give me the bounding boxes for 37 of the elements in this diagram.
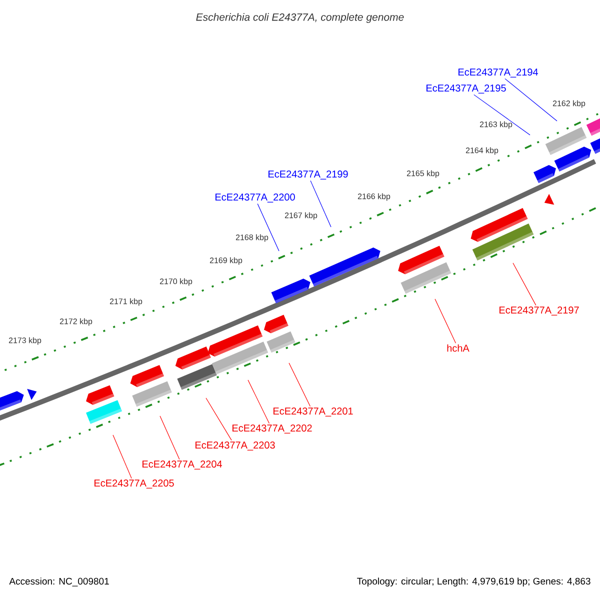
gene-label: EcE24377A_2199 (268, 170, 348, 180)
leader-line (288, 362, 311, 407)
tick-label: 2167 kbp (284, 212, 318, 220)
gene-label: EcE24377A_2200 (216, 194, 295, 202)
title: Escherichia coli E24377A, complete genome (196, 13, 404, 23)
leader-line (434, 298, 456, 344)
tick-label: 2171 kbp (110, 298, 142, 306)
tick-label: 2165 kbp (406, 170, 440, 178)
leader-line (248, 380, 270, 424)
gene-label: hchA (447, 344, 470, 352)
leader-line (310, 180, 332, 228)
tick-label: 2173 kbp (8, 337, 42, 345)
gene-label: EcE24377A_2205 (94, 480, 174, 488)
gene-label: EcE24377A_2197 (500, 306, 579, 316)
footer-text: Accession: NC_009801 (9, 578, 109, 586)
tick-label: 2166 kbp (358, 193, 390, 201)
leader-line (206, 398, 232, 441)
tick-label: 2172 kbp (60, 318, 92, 326)
tick-label: 2164 kbp (466, 147, 498, 155)
leader-line (112, 434, 132, 479)
leader-line (512, 262, 536, 306)
leader-line (160, 416, 180, 460)
tick-label: 2170 kbp (160, 278, 192, 286)
tick-label: 2162 kbp (552, 100, 586, 108)
gene-label: EcE24377A_2194 (458, 68, 538, 78)
tick-label: 2169 kbp (210, 257, 242, 265)
footer-text: Topology: circular; Length: 4,979,619 bp; Genes: 4,863 (357, 578, 590, 586)
leader-line (474, 94, 530, 136)
gene-label: EcE24377A_2204 (142, 460, 222, 470)
leader-line (257, 203, 280, 252)
gene-label: EcE24377A_2201 (274, 408, 353, 416)
gene-label: EcE24377A_2203 (196, 442, 275, 450)
tick-label: 2168 kbp (236, 234, 268, 242)
gene-label: EcE24377A_2202 (232, 424, 312, 434)
gene-label: EcE24377A_2195 (426, 84, 506, 94)
tick-label: 2163 kbp (480, 121, 512, 129)
leader-line (504, 78, 558, 122)
